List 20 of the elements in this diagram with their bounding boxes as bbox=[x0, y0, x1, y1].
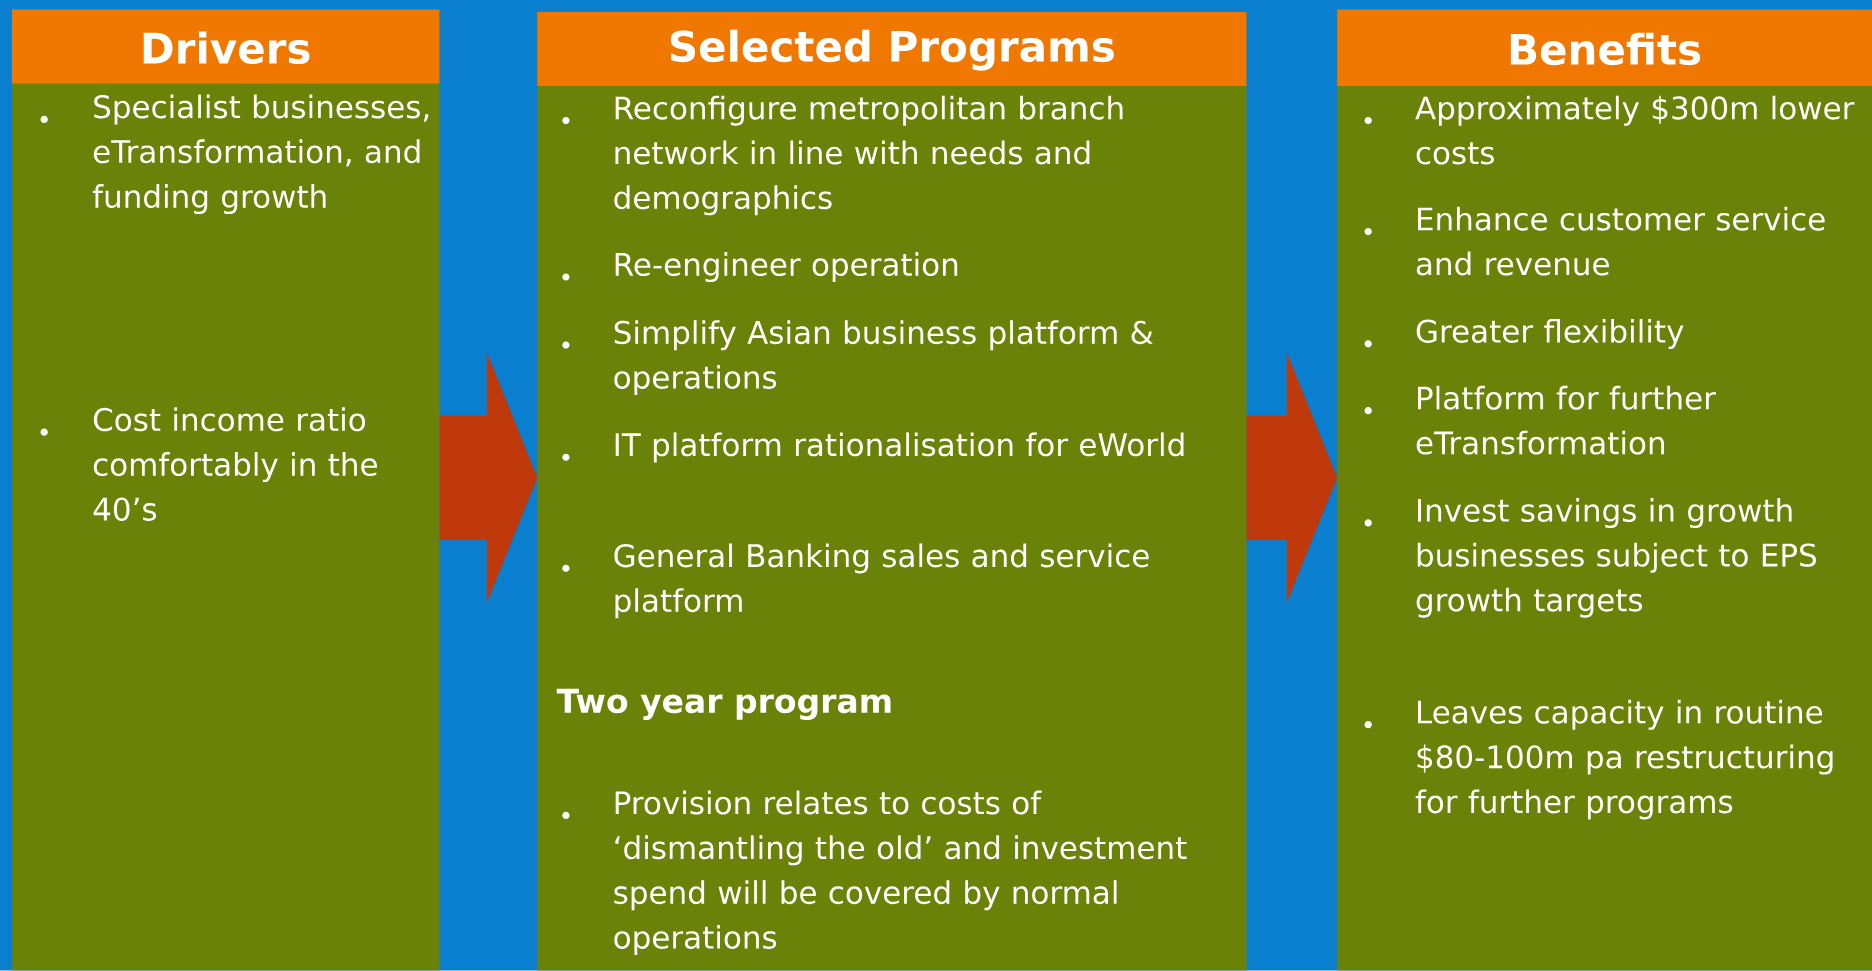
bullet-item: Platform for further eTransformation bbox=[1364, 386, 1716, 455]
block-arrow bbox=[439, 353, 538, 603]
bullet-item: Re-engineer operation bbox=[562, 252, 958, 283]
column-heading: Selected Programs bbox=[670, 29, 1114, 71]
bullet-item: Leaves capacity in routine $80-100m pa restructuring for further programs bbox=[1364, 700, 1833, 820]
block-arrow bbox=[1246, 353, 1338, 603]
bullet-item: Specialist businesses, eTransformation, and funding growth bbox=[40, 94, 429, 215]
bullet-item: Approximately $300m lower costs bbox=[1364, 95, 1855, 165]
bullet-item: Greater flexibility bbox=[1364, 319, 1684, 350]
bullet-item: Enhance customer service and revenue bbox=[1364, 206, 1825, 276]
bullet-item: Invest savings in growth businesses subject to EPS growth targets bbox=[1364, 498, 1816, 618]
bullet-item: Reconfigure metropolitan branch network in line with needs and demographics bbox=[562, 95, 1123, 216]
bullet-item: IT platform rationalisation for eWorld bbox=[562, 432, 1184, 463]
bullet-item: Simplify Asian business platform & operations bbox=[562, 320, 1153, 396]
bullet-item: General Banking sales and service platform bbox=[562, 543, 1149, 619]
bullet-item: Cost income ratio comfortably in the 40’s bbox=[40, 407, 377, 522]
column-heading: Benefits bbox=[1510, 32, 1701, 66]
subheading: Two year program bbox=[556, 689, 891, 721]
bullet-item: Provision relates to costs of ‘dismantling the old’ and investment spend will be covered by normal operations bbox=[562, 790, 1187, 956]
column-heading: Drivers bbox=[143, 31, 310, 65]
